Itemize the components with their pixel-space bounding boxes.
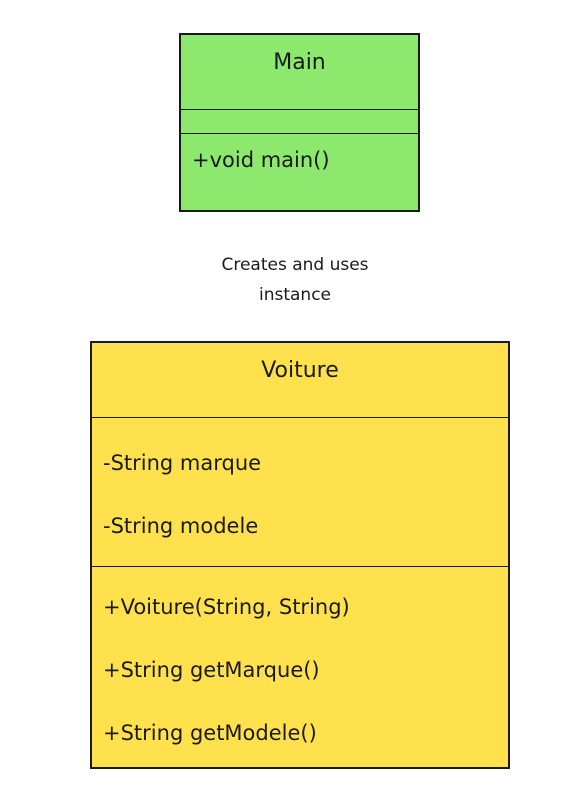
relationship-label-line-1: Creates and uses xyxy=(221,255,369,275)
relationship-label-line-2: instance xyxy=(258,285,332,305)
class-main-methods-compartment: +void main() xyxy=(181,133,418,172)
class-voiture-method: +Voiture(String, String) xyxy=(103,595,350,619)
class-main[interactable]: Main +void main() xyxy=(179,33,420,212)
class-main-name-compartment: Main xyxy=(181,35,418,109)
class-voiture-method: +String getMarque() xyxy=(103,658,320,682)
class-main-attributes-compartment xyxy=(181,109,418,133)
class-voiture-name: Voiture xyxy=(261,358,339,383)
class-voiture-method: +String getModele() xyxy=(103,721,317,745)
class-voiture-name-compartment: Voiture xyxy=(92,343,508,417)
class-main-name: Main xyxy=(273,50,326,75)
class-voiture-attribute: -String modele xyxy=(103,514,259,538)
class-voiture[interactable]: Voiture -String marque -String modele +V… xyxy=(90,341,510,769)
class-voiture-methods-compartment: +Voiture(String, String) +String getMarq… xyxy=(92,566,508,765)
class-voiture-attributes-compartment: -String marque -String modele xyxy=(92,417,508,566)
relationship-label: Creates and uses instance xyxy=(190,250,400,310)
class-voiture-attribute: -String marque xyxy=(103,451,262,475)
class-main-method: +void main() xyxy=(192,148,330,172)
